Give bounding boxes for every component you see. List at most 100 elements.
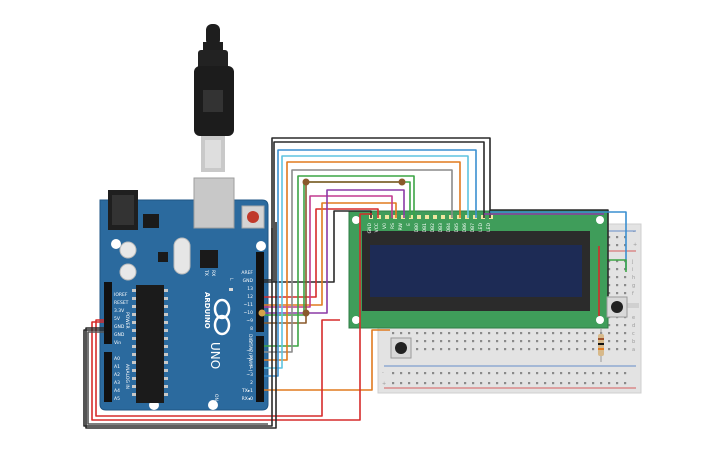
breadboard-hole — [592, 382, 595, 385]
chip-leg — [132, 393, 136, 396]
lcd-pin — [449, 215, 453, 219]
breadboard-hole — [576, 382, 579, 385]
breadboard-hole — [624, 332, 627, 335]
chip-leg — [164, 345, 168, 348]
chip-leg — [132, 353, 136, 356]
breadboard-hole — [624, 340, 627, 343]
breadboard-hole — [400, 332, 403, 335]
chip-leg — [132, 385, 136, 388]
lcd-pin — [457, 215, 461, 219]
breadboard-hole — [440, 372, 443, 375]
breadboard-hole — [504, 372, 507, 375]
crystal — [173, 237, 191, 275]
chip-leg — [164, 305, 168, 308]
chip-leg — [132, 297, 136, 300]
breadboard-hole — [544, 332, 547, 335]
pushbutton-right[interactable] — [606, 296, 628, 318]
breadboard-hole — [568, 348, 571, 351]
breadboard-hole — [504, 382, 507, 385]
breadboard-hole — [592, 332, 595, 335]
breadboard-hole — [424, 348, 427, 351]
breadboard-hole — [464, 372, 467, 375]
pin-label: ~5 — [246, 356, 253, 362]
breadboard-hole — [608, 382, 611, 385]
chip-leg — [132, 377, 136, 380]
breadboard-hole — [528, 382, 531, 385]
lcd-pin-label: DB3 — [438, 223, 444, 233]
pushbutton-left[interactable] — [390, 337, 412, 359]
breadboard-hole — [400, 372, 403, 375]
breadboard-hole — [488, 332, 491, 335]
breadboard-hole — [416, 340, 419, 343]
pin-label: RX◂0 — [242, 396, 253, 402]
wire-green-right — [606, 259, 627, 272]
breadboard-hole — [424, 332, 427, 335]
arduino-uno-board[interactable]: ARDUINO UNO IOREF RESET 3.3V 5V GND GND … — [99, 177, 269, 411]
pin-label: GND — [114, 332, 125, 338]
usb-port — [193, 177, 235, 229]
breadboard-hole — [544, 382, 547, 385]
lcd-pin-label: DB4 — [446, 223, 452, 233]
capacitor — [119, 241, 137, 259]
pin-label: IOREF — [114, 292, 128, 298]
breadboard-hole — [576, 340, 579, 343]
breadboard-hole — [560, 372, 563, 375]
row-letter: i — [632, 267, 633, 273]
breadboard-hole — [488, 348, 491, 351]
lcd-pin-label: E — [406, 223, 412, 226]
breadboard-hole — [448, 382, 451, 385]
power-header — [104, 282, 112, 344]
chip-leg — [132, 313, 136, 316]
lcd-pin-labels: GND VCC V0 RS RW E DB0 DB1 DB2 DB3 DB4 D… — [367, 222, 492, 233]
chip-leg — [132, 345, 136, 348]
breadboard-hole — [616, 340, 619, 343]
digital-pin-labels-top: AREF GND 13 12 ~11 ~10 ~9 8 — [241, 270, 253, 332]
arduino-brand: ARDUINO — [203, 292, 211, 329]
chip-leg — [164, 369, 168, 372]
breadboard-hole — [448, 372, 451, 375]
digital-caption: DIGITAL (PWM~) — [247, 334, 253, 372]
breadboard-hole — [624, 382, 627, 385]
breadboard-hole — [584, 340, 587, 343]
row-letter: h — [632, 275, 635, 281]
wire-gray-gnd — [87, 331, 268, 425]
breadboard-hole — [568, 382, 571, 385]
wire-black-3 — [273, 141, 485, 282]
breadboard-hole — [424, 340, 427, 343]
pin-label: A5 — [114, 396, 120, 402]
chip-leg — [132, 361, 136, 364]
lcd-pin-label: V0 — [382, 223, 388, 229]
breadboard-hole — [408, 372, 411, 375]
breadboard-hole — [424, 382, 427, 385]
breadboard-hole — [568, 372, 571, 375]
breadboard-hole — [600, 372, 603, 375]
breadboard-hole — [472, 332, 475, 335]
lcd-pin — [417, 215, 421, 219]
breadboard-hole — [416, 372, 419, 375]
pin-label: 12 — [247, 294, 253, 300]
breadboard-hole — [552, 340, 555, 343]
breadboard-hole — [392, 372, 395, 375]
chip-leg — [164, 337, 168, 340]
breadboard-hole — [512, 348, 515, 351]
breadboard-hole — [456, 332, 459, 335]
chip-leg — [164, 313, 168, 316]
breadboard-hole — [624, 276, 627, 279]
pin-label: 5V — [114, 316, 121, 322]
breadboard-hole — [552, 332, 555, 335]
breadboard-hole — [480, 332, 483, 335]
breadboard-hole — [520, 332, 523, 335]
row-letter: g — [632, 283, 635, 289]
led-label: L — [228, 278, 234, 281]
row-letters-right: j i h g f e d c b a — [631, 259, 635, 353]
pin-label: 3.3V — [114, 308, 125, 314]
breadboard-hole — [512, 372, 515, 375]
breadboard-hole — [400, 382, 403, 385]
pin-label: 13 — [247, 286, 253, 292]
row-letter: e — [632, 315, 635, 321]
breadboard-hole — [416, 382, 419, 385]
breadboard-hole — [608, 236, 611, 239]
wire-black-gnd-2 — [83, 228, 273, 427]
breadboard-hole — [488, 372, 491, 375]
wire-orange-2 — [264, 161, 461, 361]
